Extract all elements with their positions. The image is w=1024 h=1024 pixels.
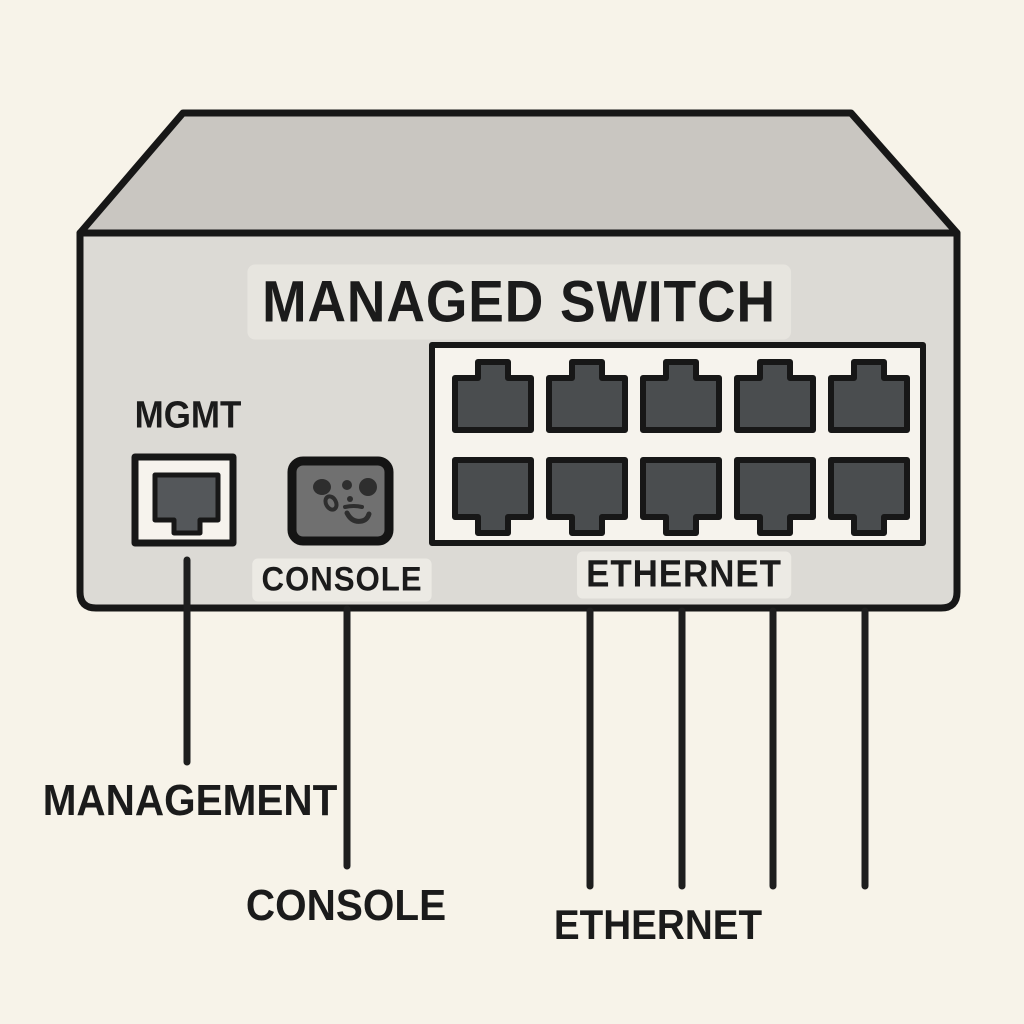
- switch-top-panel: [76, 109, 961, 237]
- rj45-port-icon: [452, 457, 534, 536]
- rj45-port-icon: [828, 457, 910, 536]
- console-port-label: CONSOLE: [252, 558, 432, 602]
- mgmt-port-label: MGMT: [134, 394, 242, 437]
- rj45-port-icon: [828, 359, 910, 433]
- rj45-port-icon: [546, 457, 628, 536]
- rj45-port-icon: [640, 359, 722, 433]
- callout-ethernet-label: ETHERNET: [553, 901, 763, 948]
- ethernet-port-grid: [452, 359, 910, 536]
- rj45-port-icon: [734, 457, 816, 536]
- callout-console-label: CONSOLE: [245, 881, 447, 930]
- console-port-body: [287, 456, 394, 546]
- console-port: [287, 456, 394, 546]
- callout-management-label: MANAGEMENT: [42, 776, 338, 825]
- mgmt-port-jack-icon: [152, 472, 221, 536]
- rj45-port-icon: [734, 359, 816, 433]
- leader-lines: [183, 556, 869, 890]
- switch-title: MANAGED SWITCH: [247, 264, 791, 340]
- rj45-port-icon: [640, 457, 722, 536]
- rj45-port-icon: [452, 359, 534, 433]
- ethernet-group-label: ETHERNET: [576, 551, 792, 599]
- console-port-pins: [313, 478, 377, 524]
- rj45-port-icon: [546, 359, 628, 433]
